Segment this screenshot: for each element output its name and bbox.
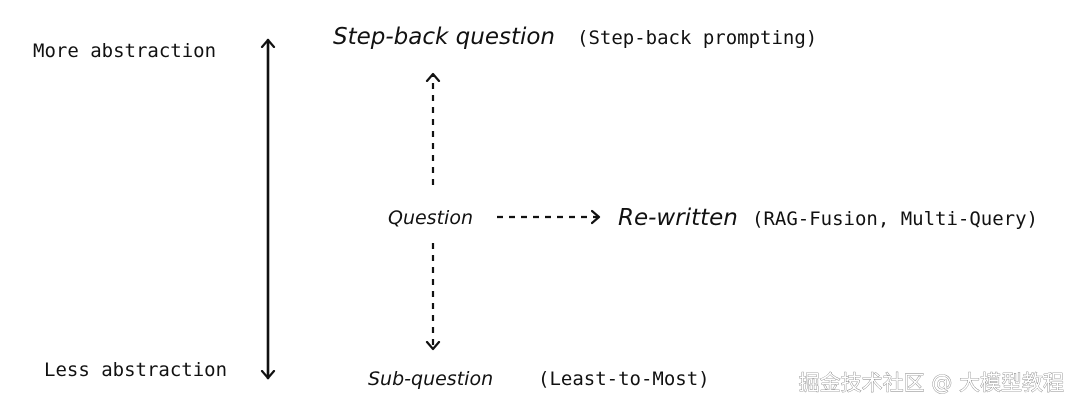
step-back-question-title: Step-back question (333, 24, 555, 50)
sub-question-title: Sub-question (368, 368, 493, 390)
question-node: Question (388, 207, 473, 229)
step-back-question-method: (Step-back prompting) (577, 27, 817, 49)
watermark: 掘金技术社区 @ 大模型教程 (799, 371, 1064, 395)
rewritten-title: Re-written (618, 205, 738, 231)
axis-bottom-label: Less abstraction (44, 359, 227, 381)
rewritten-method: (RAG-Fusion, Multi-Query) (752, 208, 1038, 230)
sub-question-method: (Least-to-Most) (538, 368, 710, 390)
axis-top-label: More abstraction (33, 40, 216, 62)
